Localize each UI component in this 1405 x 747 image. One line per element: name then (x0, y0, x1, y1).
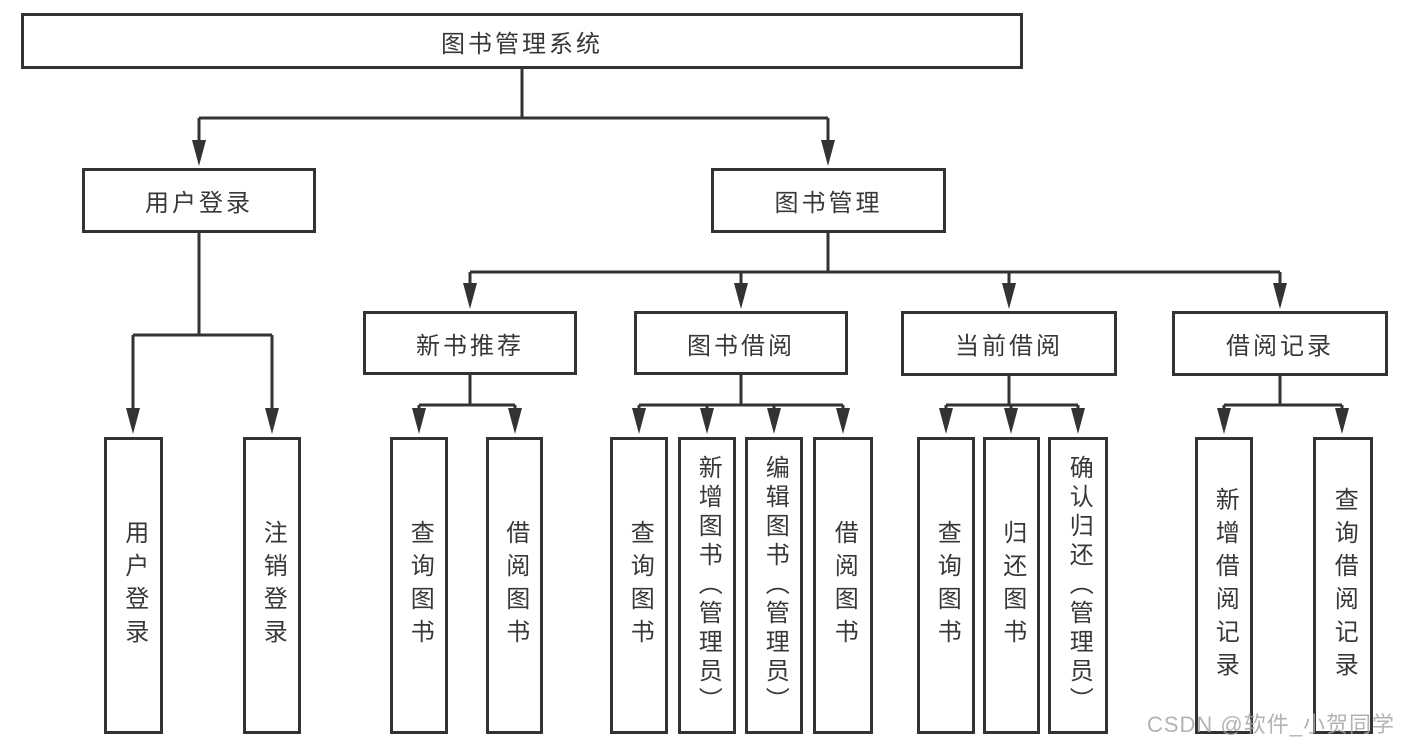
leaf-bb-query-books-label: 查询图书 (626, 519, 654, 652)
node-current-borrowing: 当前借阅 (901, 311, 1117, 376)
leaf-cb-return-books: 归还图书 (983, 437, 1040, 734)
node-user-login-label: 用户登录 (145, 190, 253, 217)
leaf-bb-add-books-admin-label: 新增图书（管理员） (694, 455, 722, 716)
leaf-cb-confirm-return-admin-label: 确认归还（管理员） (1065, 455, 1093, 716)
node-borrowing-records-label: 借阅记录 (1226, 333, 1334, 360)
leaf-bb-edit-books-admin: 编辑图书（管理员） (745, 437, 803, 734)
node-library-management-system-label: 图书管理系统 (441, 30, 603, 58)
leaf-user-login: 用户登录 (104, 437, 163, 734)
leaf-bb-add-books-admin: 新增图书（管理员） (678, 437, 736, 734)
leaf-cb-confirm-return-admin: 确认归还（管理员） (1048, 437, 1108, 734)
leaf-br-add-record: 新增借阅记录 (1195, 437, 1253, 734)
node-user-login: 用户登录 (82, 168, 316, 233)
node-new-book-recommendation-label: 新书推荐 (416, 332, 524, 360)
leaf-br-add-record-label: 新增借阅记录 (1211, 486, 1239, 685)
leaf-cb-return-books-label: 归还图书 (998, 519, 1026, 652)
leaf-br-query-record-label: 查询借阅记录 (1330, 486, 1358, 685)
leaf-user-login-label: 用户登录 (120, 519, 148, 652)
leaf-bb-edit-books-admin-label: 编辑图书（管理员） (761, 455, 789, 716)
leaf-cb-query-books-label: 查询图书 (933, 519, 961, 652)
node-library-management-system: 图书管理系统 (21, 13, 1023, 69)
node-borrowing-records: 借阅记录 (1172, 311, 1388, 376)
node-book-management-label: 图书管理 (774, 190, 883, 217)
node-book-borrowing-label: 图书借阅 (687, 332, 795, 360)
leaf-cb-query-books: 查询图书 (917, 437, 975, 734)
leaf-rec-borrow-books: 借阅图书 (486, 437, 543, 734)
leaf-logout: 注销登录 (243, 437, 301, 734)
leaf-bb-borrow-books: 借阅图书 (813, 437, 873, 734)
leaf-br-query-record: 查询借阅记录 (1313, 437, 1373, 734)
leaf-logout-label: 注销登录 (259, 519, 287, 652)
leaf-rec-query-books: 查询图书 (390, 437, 448, 734)
leaf-rec-query-books-label: 查询图书 (406, 519, 434, 652)
node-book-borrowing: 图书借阅 (634, 311, 848, 375)
leaf-bb-borrow-books-label: 借阅图书 (830, 519, 858, 652)
leaf-rec-borrow-books-label: 借阅图书 (501, 519, 529, 652)
node-book-management: 图书管理 (711, 168, 946, 233)
leaf-bb-query-books: 查询图书 (610, 437, 668, 734)
csdn-watermark: CSDN @软件_小贺同学 (1146, 712, 1395, 737)
node-new-book-recommendation: 新书推荐 (363, 311, 577, 375)
node-current-borrowing-label: 当前借阅 (955, 333, 1063, 360)
